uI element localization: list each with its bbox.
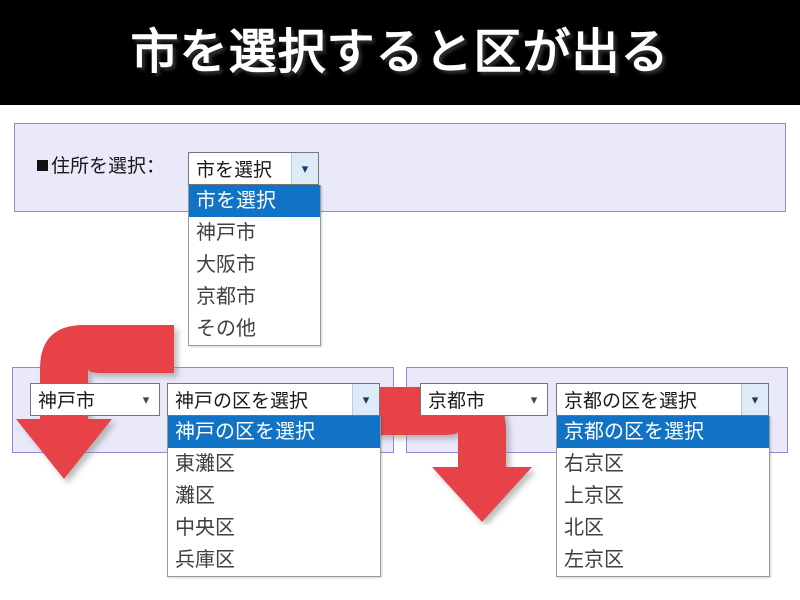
dropdown-option[interactable]: 京都市 (196, 286, 256, 308)
chevron-down-icon[interactable]: ▾ (142, 391, 150, 407)
kyoto-ward-select-value: 京都の区を選択 (564, 391, 698, 412)
dropdown-option[interactable]: 灘区 (175, 485, 215, 507)
dropdown-option[interactable]: 中央区 (175, 517, 235, 539)
dropdown-option[interactable]: 北区 (564, 517, 604, 539)
dropdown-option[interactable]: 京都の区を選択 (557, 416, 769, 448)
dropdown-option[interactable]: 市を選択 (189, 185, 320, 217)
kyoto-city-select[interactable]: 京都市 ▾ (420, 383, 548, 416)
dropdown-option[interactable]: 上京区 (564, 485, 624, 507)
dropdown-option[interactable]: 左京区 (564, 549, 624, 571)
kobe-ward-select-value: 神戸の区を選択 (175, 391, 309, 412)
square-bullet-icon (37, 160, 48, 171)
page-title: 市を選択すると区が出る (130, 25, 670, 79)
kobe-ward-select[interactable]: 神戸の区を選択 ▾ (167, 383, 380, 416)
address-select-panel (13, 122, 787, 213)
kobe-city-select-value: 神戸市 (38, 391, 96, 412)
kobe-city-select[interactable]: 神戸市 ▾ (30, 383, 160, 416)
page-canvas: 住所を選択： 市を選択 ▾ 市を選択 神戸市 大阪市 京都市 その他 神戸市 (0, 105, 800, 600)
kyoto-ward-select[interactable]: 京都の区を選択 ▾ (556, 383, 769, 416)
chevron-down-icon[interactable]: ▾ (530, 391, 538, 407)
kyoto-city-select-value: 京都市 (428, 391, 486, 412)
dropdown-option[interactable]: 大阪市 (196, 254, 256, 276)
city-select[interactable]: 市を選択 ▾ (188, 152, 319, 185)
dropdown-option[interactable]: 神戸市 (196, 222, 256, 244)
dropdown-option[interactable]: 右京区 (564, 453, 624, 475)
address-select-label: 住所を選択： (37, 151, 165, 178)
city-select-value: 市を選択 (196, 160, 273, 181)
dropdown-option[interactable]: 神戸の区を選択 (168, 416, 380, 448)
chevron-down-icon[interactable]: ▾ (291, 153, 318, 184)
dropdown-option[interactable]: その他 (196, 318, 256, 340)
kyoto-ward-dropdown-list[interactable]: 京都の区を選択 右京区 上京区 北区 左京区 (556, 416, 770, 577)
header-bar: 市を選択すると区が出る (0, 0, 800, 105)
dropdown-option[interactable]: 兵庫区 (175, 549, 235, 571)
city-dropdown-list[interactable]: 市を選択 神戸市 大阪市 京都市 その他 (188, 185, 321, 346)
kobe-ward-dropdown-list[interactable]: 神戸の区を選択 東灘区 灘区 中央区 兵庫区 (167, 416, 381, 577)
dropdown-option[interactable]: 東灘区 (175, 453, 235, 475)
chevron-down-icon[interactable]: ▾ (352, 384, 379, 415)
chevron-down-icon[interactable]: ▾ (741, 384, 768, 415)
